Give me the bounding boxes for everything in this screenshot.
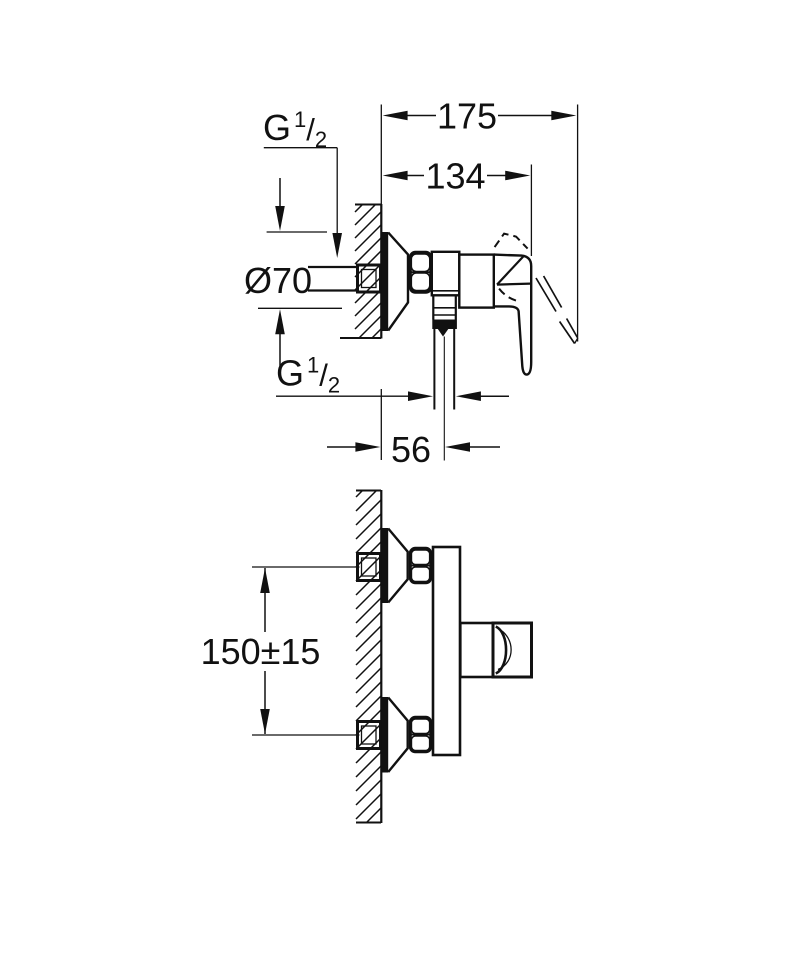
- supply-pipe: [308, 263, 382, 294]
- handle-raised-position-dashed: [493, 232, 529, 250]
- side-view: 175 134 Ø70 G1/2 G1/2: [244, 96, 579, 470]
- dim-diameter-label: Ø70: [244, 260, 312, 301]
- escutcheon-bottom: [381, 696, 409, 773]
- dim-134-label: 134: [425, 155, 485, 196]
- arrowhead: [260, 568, 270, 593]
- wall-section-front: [355, 489, 383, 824]
- lever-handle-side: [493, 232, 579, 376]
- outlet-nipple: [432, 319, 457, 329]
- wall-hatching: [354, 204, 382, 339]
- escutcheon-flange: [381, 232, 389, 331]
- wall-section-side: [340, 203, 383, 339]
- dim-175-label: 175: [437, 96, 497, 137]
- union-nut-top: [408, 546, 433, 585]
- dimension-175: 175: [382, 96, 577, 137]
- arrowhead: [551, 110, 577, 121]
- lever-handle-front: [458, 621, 533, 679]
- handle-outline: [493, 253, 533, 376]
- dimension-150: 150±15: [201, 566, 360, 736]
- handle-knob: [491, 621, 533, 679]
- arrowhead: [275, 309, 285, 335]
- union-nut-side: [408, 250, 433, 294]
- arrowhead: [445, 442, 470, 452]
- dimension-134: 134: [382, 155, 531, 196]
- union-nut-bottom: [408, 715, 433, 754]
- dimension-56: 56: [327, 429, 500, 470]
- arrowhead: [332, 233, 342, 258]
- escutcheon-cone: [387, 231, 410, 332]
- arrowhead: [382, 170, 408, 181]
- arrowhead: [275, 206, 285, 231]
- dimension-diameter-70: Ø70: [244, 178, 342, 368]
- arrowhead: [382, 110, 408, 121]
- dim-150-label: 150±15: [201, 631, 321, 672]
- handle-neck: [458, 621, 495, 679]
- arrowhead: [505, 170, 531, 181]
- arrowhead: [260, 709, 270, 734]
- shower-outlet: [432, 295, 457, 461]
- escutcheon-side: [381, 231, 410, 332]
- handle-swing-marks: [535, 275, 579, 344]
- mixer-body-front: [431, 545, 462, 757]
- dim-56-label: 56: [391, 429, 431, 470]
- mixer-body-side: [430, 250, 495, 309]
- arrowhead: [455, 391, 481, 401]
- arrowhead: [355, 442, 381, 452]
- arrowhead: [408, 391, 433, 401]
- pipe-wall-fitting: [356, 263, 382, 294]
- wall-hatching: [355, 489, 382, 824]
- escutcheon-top: [381, 527, 409, 604]
- front-view: 150±15: [201, 489, 533, 824]
